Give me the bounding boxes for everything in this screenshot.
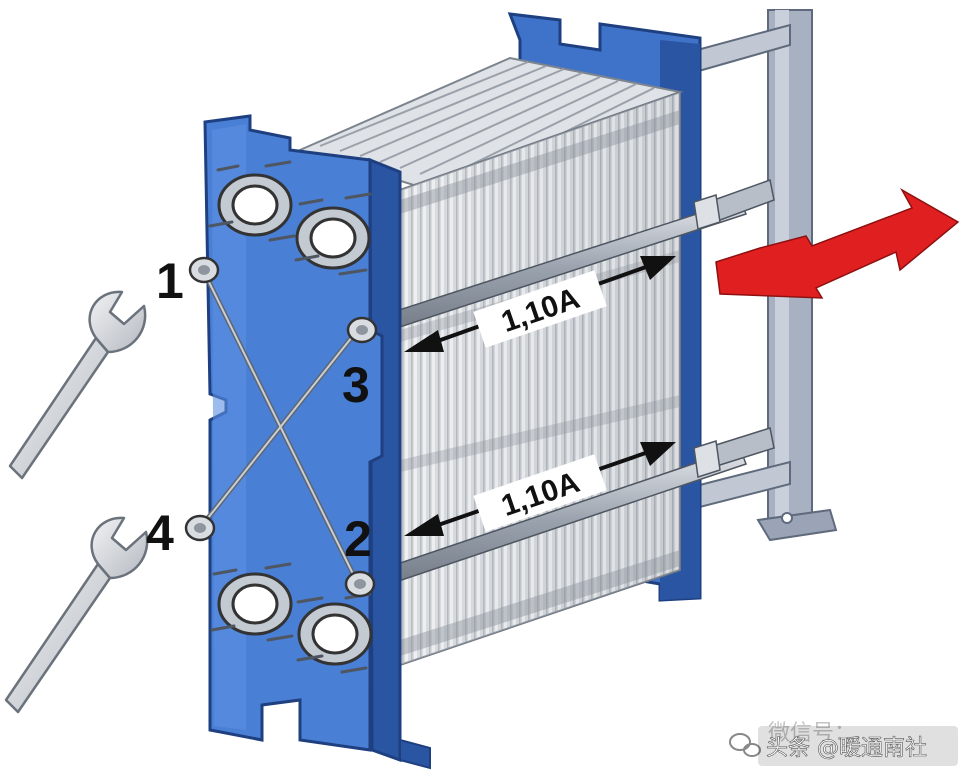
bolt-number-4: 4 bbox=[146, 505, 174, 561]
watermark: 微信号： 头条 @暖通南社 bbox=[729, 721, 958, 766]
wrench-lower-icon bbox=[4, 516, 149, 714]
nut-2 bbox=[344, 570, 376, 598]
wechat-icon bbox=[729, 733, 761, 757]
watermark-text: 头条 @暖通南社 bbox=[766, 736, 927, 761]
port-studs bbox=[208, 160, 372, 674]
red-direction-arrow bbox=[715, 188, 960, 299]
nut-4 bbox=[184, 514, 216, 542]
plate-pack bbox=[297, 56, 684, 667]
bolt-number-3: 3 bbox=[342, 357, 370, 413]
watermark-faint-text: 微信号： bbox=[768, 721, 856, 746]
bolt-number-1: 1 bbox=[156, 253, 184, 309]
port-upper-right bbox=[295, 206, 371, 270]
nut-1 bbox=[188, 256, 220, 284]
port-lower-right bbox=[297, 602, 373, 666]
nut-3 bbox=[346, 316, 378, 344]
port-lower-left bbox=[217, 572, 293, 636]
bolt-number-2: 2 bbox=[344, 511, 372, 567]
dimension-arrow-bottom bbox=[404, 442, 676, 536]
wrench-upper-icon bbox=[8, 290, 147, 480]
tightening-cross-highlight bbox=[199, 271, 359, 585]
port-upper-left bbox=[217, 173, 293, 237]
dimension-arrow-top bbox=[404, 256, 676, 352]
